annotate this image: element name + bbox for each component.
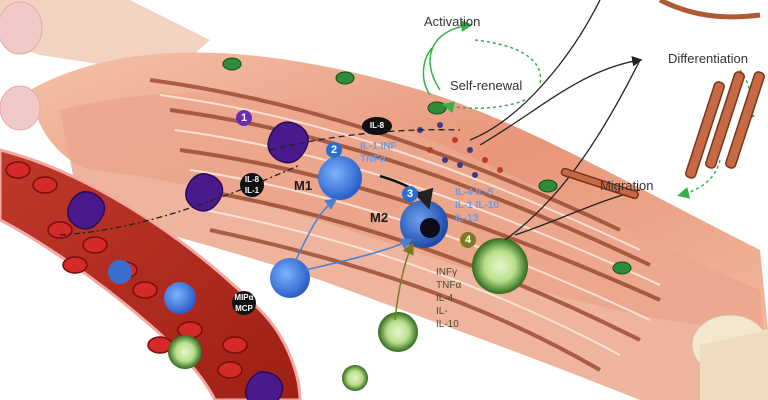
fiber-end-right [700,330,768,400]
chip-il8: IL-8 [362,117,392,135]
chip-il8-il1-line1: IL-8 [244,175,260,184]
chip-il8-il1-line2: IL-1 [244,186,260,195]
cytokine-step4-3: IL-4 [436,293,454,304]
arrow-self-renewal-lower [442,99,526,114]
arrow-olive [394,242,414,321]
cytokine-step4-4: IL- [436,306,448,317]
cytokine-step4-1: INFγ [436,267,458,278]
cytokines-m1: IL-1 INF TNFα [360,140,397,166]
step-3-badge: 3 [402,186,418,202]
cytokine-step4-2: TNFα [436,280,462,291]
monocytes [67,121,309,400]
arrow-activation [429,20,473,91]
fiber-top-right [658,0,761,20]
step-1-badge: 1 [236,110,252,126]
label-m1: M1 [294,178,313,193]
label-self-renewal: Self-renewal [450,78,523,93]
chip-mipa-mcp-line1: MIPα [234,293,254,302]
chip-mipa-mcp-line2: MCP [235,304,253,313]
arrow-self-renewal-left [422,47,433,96]
chip-mipa-mcp: MIPα MCP [232,291,256,315]
green-cells [168,238,528,391]
cytokine-m2-1: IL-4 IL-5 [455,187,494,198]
cytokines-m2: IL-4 IL-5 IL-1 IL-10 IL-13 [455,186,499,225]
cytokine-m1-2: TNFα [360,154,386,165]
label-activation: Activation [424,14,481,29]
satellite-cells [222,57,632,275]
myotubes [560,71,765,200]
arrow-to-m1 [294,198,338,263]
process-arrows [59,0,643,241]
cytokine-m2-3: IL-13 [455,213,479,224]
cytokine-step4-5: IL-10 [436,319,459,330]
cytokine-m1-1: IL-1 INF [360,141,397,152]
macrophages [108,156,448,314]
step-2-badge: 2 [326,142,342,158]
label-migration: Migration [600,178,654,193]
chip-il8-il1: IL-8 IL-1 [240,173,264,197]
cytokines-step4: INFγ TNFα IL-4 IL- IL-10 [436,266,461,331]
label-differentiation: Differentiation [668,51,748,66]
fiber-cross-section-upper [0,1,43,55]
arrow-self-renewal-upper [474,39,542,86]
fiber-cross-section-left [0,85,41,131]
cytokine-m2-2: IL-1 IL-10 [455,200,499,211]
step-4-badge: 4 [460,232,476,248]
label-m2: M2 [370,210,389,225]
damage-dots [417,122,503,178]
